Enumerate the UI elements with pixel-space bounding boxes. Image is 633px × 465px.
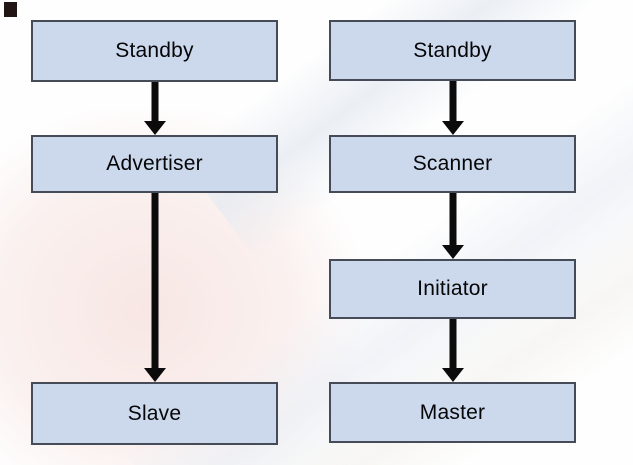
state-label: Master [419, 400, 486, 424]
arrow-head-icon [143, 368, 166, 382]
arrow-shaft [151, 193, 158, 369]
state-box-slave: Slave [31, 382, 278, 445]
arrow-shaft [151, 82, 158, 122]
transition-arrow-standby-to-scanner [441, 81, 464, 135]
transition-arrow-advertiser-to-slave [143, 193, 166, 382]
state-label: Standby [413, 38, 492, 62]
state-label: Initiator [417, 277, 488, 300]
arrow-shaft [449, 319, 456, 369]
state-box-master: Master [329, 382, 576, 443]
corner-artifact [4, 2, 17, 17]
state-label: Slave [127, 401, 182, 425]
state-label: Standby [115, 39, 194, 62]
arrow-shaft [449, 81, 456, 122]
arrow-head-icon [441, 245, 464, 259]
arrow-head-icon [441, 121, 464, 135]
state-box-scanner: Scanner [329, 135, 576, 193]
state-label: Scanner [412, 152, 493, 175]
state-box-advertiser: Advertiser [31, 135, 278, 193]
state-box-standby: Standby [31, 20, 278, 82]
arrow-head-icon [143, 121, 166, 135]
state-label: Advertiser [106, 152, 203, 175]
arrow-head-icon [441, 368, 464, 382]
arrow-shaft [449, 193, 456, 246]
transition-arrow-standby-to-advertiser [143, 82, 166, 135]
transition-arrow-initiator-to-master [441, 319, 464, 382]
state-box-standby: Standby [329, 20, 576, 81]
transition-arrow-scanner-to-initiator [441, 193, 464, 259]
state-box-initiator: Initiator [329, 259, 576, 319]
